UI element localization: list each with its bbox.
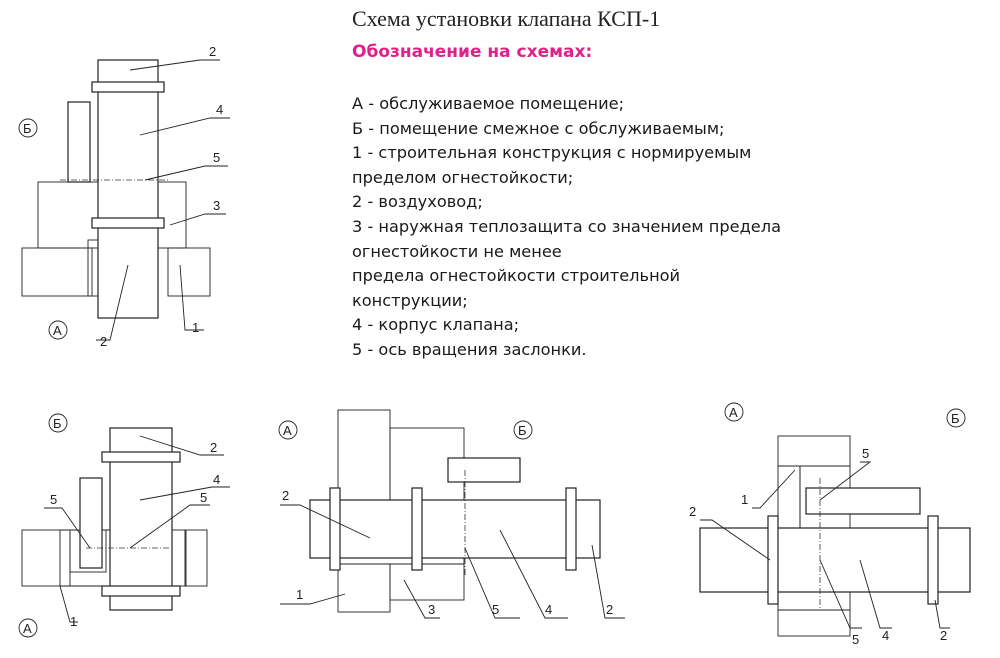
wall-1-left	[21, 247, 93, 297]
callout-3: 3	[428, 602, 435, 617]
flange-3-right	[565, 487, 577, 571]
insulation-1-right	[157, 181, 187, 249]
label-room-b: Б	[951, 411, 960, 426]
insulation-1-left	[37, 181, 99, 249]
figure-4: А Б 2 1 5 5 4 2	[689, 402, 971, 647]
flange-3-mid	[411, 487, 423, 571]
flange-1-mid	[91, 217, 165, 229]
legend-line: 2 - воздуховод;	[352, 192, 483, 212]
wall-2-left	[21, 529, 71, 587]
callout-4: 4	[213, 472, 220, 487]
callout-5: 5	[213, 150, 220, 165]
damper-blade-3	[447, 457, 521, 483]
flange-3-left	[329, 487, 341, 571]
insulation-3-bottom	[389, 563, 465, 601]
figure-2: Б А 2 4 5 5 1	[18, 413, 230, 638]
callout-4: 4	[545, 602, 552, 617]
callout-1: 1	[192, 320, 199, 335]
flange-2-top	[101, 451, 181, 463]
label-room-a: А	[729, 405, 738, 420]
wall-4-bottom	[777, 609, 851, 637]
label-room-a: А	[23, 621, 32, 636]
legend-line: конструкции;	[352, 290, 468, 310]
callout-5: 5	[50, 492, 57, 507]
flange-2-bottom	[101, 585, 181, 597]
legend-line: 3 - наружная теплозащита со значением пр…	[352, 216, 782, 236]
callout-2: 2	[606, 602, 613, 617]
legend-heading: Обозначение на схемах:	[352, 42, 593, 62]
legend-list: А - обслуживаемое помещение; Б - помещен…	[352, 92, 781, 363]
wall-2-right	[184, 529, 208, 587]
flange-1-top	[91, 81, 165, 93]
callout-2: 2	[282, 488, 289, 503]
figure-3: А Б 2 1 3 5 4 2	[278, 409, 625, 619]
callout-2: 2	[209, 44, 216, 59]
legend-line: Б - помещение смежное с обслуживаемым;	[352, 118, 725, 138]
label-room-b: Б	[23, 121, 32, 136]
legend-line: 1 - строительная конструкция с нормируем…	[352, 143, 752, 163]
wall-3-bottom	[337, 563, 391, 613]
callout-1: 1	[741, 492, 748, 507]
callout-1: 1	[70, 614, 77, 629]
label-room-b: Б	[53, 416, 62, 431]
callout-4: 4	[216, 102, 223, 117]
callout-2: 2	[210, 440, 217, 455]
figure-1: Б А 2 4 5 3 2 1	[18, 44, 230, 349]
wall-4-top	[777, 435, 851, 467]
legend-line: предела огнестойкости строительной	[352, 266, 681, 286]
damper-blade-1	[67, 101, 91, 183]
diagram-title: Схема установки клапана КСП-1	[352, 6, 661, 31]
label-room-b: Б	[518, 423, 527, 438]
wall-3-top	[337, 409, 391, 503]
legend-line: пределом огнестойкости;	[352, 167, 574, 187]
damper-blade-4	[805, 487, 921, 515]
callout-2: 2	[100, 334, 107, 349]
flange-4-left	[767, 515, 779, 605]
callout-3: 3	[213, 198, 220, 213]
callout-5: 5	[200, 490, 207, 505]
duct-3	[309, 499, 601, 559]
callout-2: 2	[940, 628, 947, 643]
callout-2: 2	[689, 504, 696, 519]
duct-1	[97, 59, 159, 319]
legend-line: 5 - ось вращения заслонки.	[352, 339, 587, 359]
flange-4-right	[927, 515, 939, 605]
insulation-2-right	[171, 529, 187, 587]
wall-1-right	[167, 247, 211, 297]
callout-5: 5	[492, 602, 499, 617]
legend-line: огнестойкости не менее	[352, 241, 562, 261]
label-room-a: А	[283, 423, 292, 438]
callout-5: 5	[862, 446, 869, 461]
callout-4: 4	[882, 628, 889, 643]
label-room-a: А	[53, 323, 62, 338]
legend-line: А - обслуживаемое помещение;	[352, 94, 625, 113]
damper-blade-2	[79, 477, 103, 569]
callout-5: 5	[852, 632, 859, 647]
duct-4	[699, 527, 971, 593]
insulation-4-bottom	[777, 591, 851, 611]
callout-1: 1	[296, 587, 303, 602]
legend-line: 4 - корпус клапана;	[352, 315, 520, 335]
